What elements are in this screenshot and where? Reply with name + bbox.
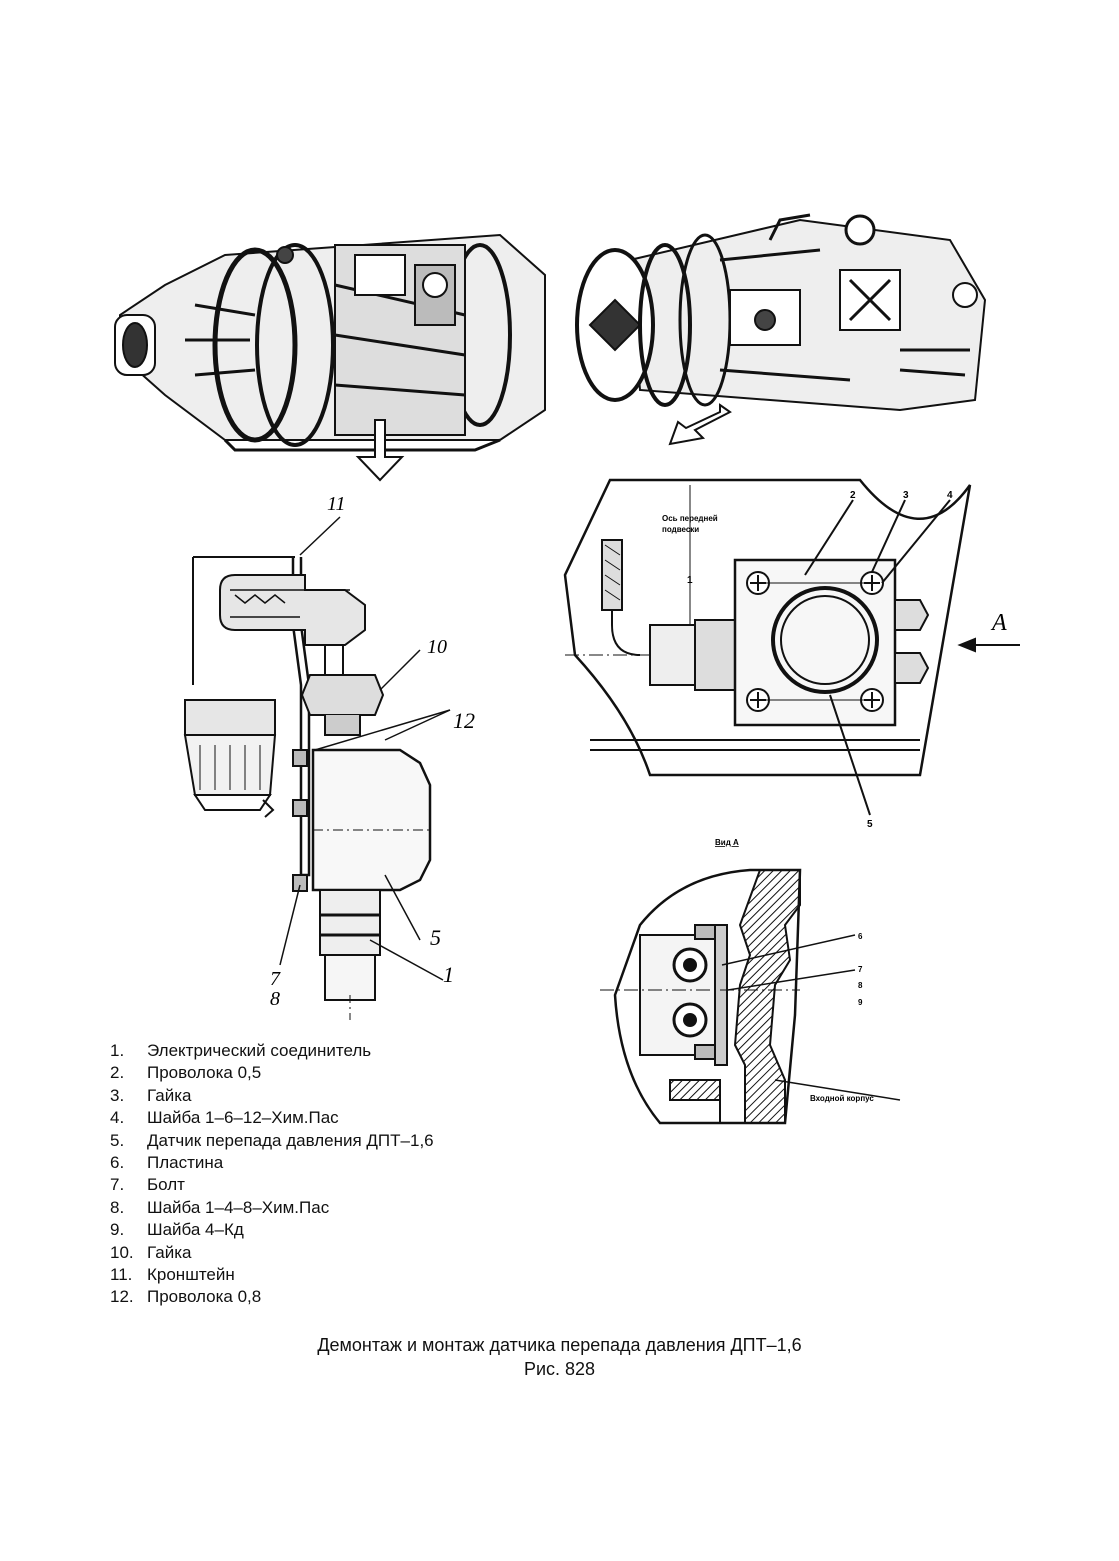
section-callout-9: 9 <box>858 998 863 1007</box>
legend-item: 9. Шайба 4–Кд <box>110 1219 630 1241</box>
legend-item: 5. Датчик перепада давления ДПТ–1,6 <box>110 1130 630 1152</box>
legend-item: 6. Пластина <box>110 1152 630 1174</box>
housing-label: Входной корпус <box>810 1094 874 1103</box>
legend-num: 2. <box>110 1063 125 1083</box>
legend-text: Проволока 0,5 <box>147 1063 262 1083</box>
legend-text: Шайба 1–6–12–Хим.Пас <box>147 1108 339 1128</box>
view-callout-4: 4 <box>947 490 953 501</box>
view-callout-3: 3 <box>903 490 909 501</box>
view-callout-1: 1 <box>687 575 693 586</box>
view-a-label: Вид А <box>715 838 739 847</box>
figure-title: Демонтаж и монтаж датчика перепада давле… <box>317 1335 802 1355</box>
legend-num: 10. <box>110 1242 134 1262</box>
legend-num: 6. <box>110 1152 125 1172</box>
callout-11: 11 <box>327 495 346 515</box>
section-callout-8: 8 <box>858 981 863 990</box>
legend-item: 4. Шайба 1–6–12–Хим.Пас <box>110 1107 630 1129</box>
legend-num: 11. <box>110 1264 133 1284</box>
legend-num: 4. <box>110 1108 125 1128</box>
view-arrow-label: A <box>990 610 1007 636</box>
section-drawing: 6 7 8 9 Входной корпус <box>600 868 901 1125</box>
legend-item: 1. Электрический соединитель <box>110 1040 630 1062</box>
legend-num: 5. <box>110 1130 125 1150</box>
legend-item: 12. Проволока 0,8 <box>110 1286 630 1308</box>
callout-1: 1 <box>443 962 454 987</box>
legend-num: 8. <box>110 1197 125 1217</box>
legend-item: 8. Шайба 1–4–8–Хим.Пас <box>110 1197 630 1219</box>
legend-num: 7. <box>110 1175 125 1195</box>
section-callout-7: 7 <box>858 965 863 974</box>
legend-text: Пластина <box>147 1152 224 1172</box>
view-callout-5: 5 <box>867 819 873 830</box>
legend-text: Болт <box>147 1175 185 1195</box>
callout-8: 8 <box>270 988 280 1010</box>
legend-text: Шайба 1–4–8–Хим.Пас <box>147 1197 330 1217</box>
legend-num: 9. <box>110 1220 125 1240</box>
sensor-bracket-drawing: 11 10 12 5 1 7 8 <box>183 495 475 1020</box>
engine-left-illustration <box>114 233 546 482</box>
legend-text: Гайка <box>147 1085 192 1105</box>
legend-num: 3. <box>110 1085 125 1105</box>
legend-num: 1. <box>110 1041 125 1060</box>
legend-item: 7. Болт <box>110 1174 630 1196</box>
axis-note-line1: Ось передней <box>662 514 718 523</box>
legend-text: Датчик перепада давления ДПТ–1,6 <box>147 1130 434 1150</box>
parts-legend: 1. Электрический соединитель 2. Проволока … <box>110 1040 630 1309</box>
legend-num: 12. <box>110 1287 134 1307</box>
legend-text: Проволока 0,8 <box>147 1287 262 1307</box>
legend-text: Кронштейн <box>147 1264 235 1284</box>
legend-text: Электрический соединитель <box>147 1041 372 1060</box>
engine-right-illustration <box>575 213 987 446</box>
legend-text: Шайба 4–Кд <box>147 1220 244 1240</box>
callout-12: 12 <box>453 708 475 733</box>
view-callout-2: 2 <box>850 490 856 501</box>
figure-number: Рис. 828 <box>523 1359 596 1379</box>
section-callout-6: 6 <box>858 932 863 941</box>
legend-item: 2. Проволока 0,5 <box>110 1062 630 1084</box>
callout-10: 10 <box>427 636 447 658</box>
legend-item: 10. Гайка <box>110 1242 630 1264</box>
legend-item: 11. Кронштейн <box>110 1264 630 1286</box>
legend-text: Гайка <box>147 1242 192 1262</box>
axis-note-line2: подвески <box>662 525 699 534</box>
view-a-drawing: 2 3 4 1 5 A Ось передней подвески Вид А <box>563 478 1020 847</box>
callout-7: 7 <box>270 968 281 990</box>
callout-5: 5 <box>430 925 441 950</box>
legend-item: 3. Гайка <box>110 1085 630 1107</box>
